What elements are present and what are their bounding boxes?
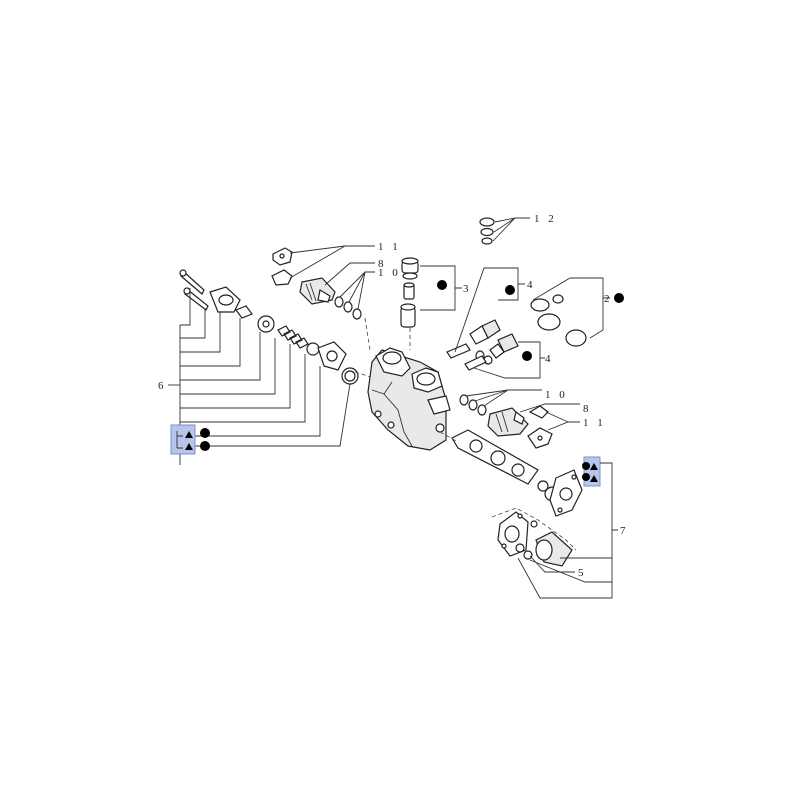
callout-12: 1 2	[534, 213, 557, 225]
stem-part-4-a	[446, 343, 471, 359]
filled-circle-icon	[200, 441, 210, 451]
pin-part-3	[403, 282, 415, 300]
cover-part-6	[209, 286, 241, 313]
part-marker-box-right	[583, 456, 601, 487]
poppet-part-4-a	[469, 319, 501, 345]
filled-circle-icon	[505, 285, 515, 295]
o-rings-part-10-upper	[334, 296, 362, 320]
washer-part-6	[257, 315, 275, 333]
triangle-up-icon	[185, 443, 193, 450]
filled-circle-icon	[582, 462, 590, 470]
flange-part-7	[549, 469, 583, 517]
bolts-part-5	[515, 520, 538, 560]
clip-part-11-upper	[272, 247, 293, 266]
triangle-up-icon	[590, 475, 598, 482]
spring-part-6	[277, 325, 309, 349]
callout-2: 2	[604, 293, 613, 305]
cap-part-3	[401, 257, 419, 274]
stem-part-4-b	[464, 355, 487, 371]
valve-body	[367, 347, 451, 451]
main-spool	[451, 429, 539, 485]
bolts-part-6	[179, 269, 209, 311]
callout-10-lower: 1 0	[545, 389, 568, 401]
clip-part-11-lower	[527, 405, 553, 449]
part-marker-box-left	[170, 424, 196, 455]
flange-part-6	[317, 341, 347, 371]
cap-part-5	[535, 531, 573, 567]
clip-part-11-upper-2	[271, 269, 293, 286]
piston-part-6	[235, 305, 253, 319]
callout-8-upper: 8	[378, 258, 387, 270]
spool-part-3	[400, 303, 416, 328]
o-ring-set-12	[479, 217, 495, 245]
callout-5: 5	[578, 567, 587, 579]
callout-11-upper: 1 1	[378, 241, 401, 253]
washer-part-6-b	[306, 342, 320, 356]
filled-circle-icon	[582, 473, 590, 481]
o-ring-part-6	[341, 367, 359, 385]
callout-4-upper: 4	[527, 279, 536, 291]
triangle-up-icon	[185, 431, 193, 438]
poppet-part-4-b	[475, 333, 519, 365]
callout-3: 3	[463, 283, 472, 295]
filled-circle-icon	[614, 293, 624, 303]
callout-10-upper: 1 0	[378, 267, 401, 279]
filled-circle-icon	[522, 351, 532, 361]
callout-6: 6	[158, 380, 167, 392]
cartridge-part-8-upper	[299, 277, 336, 305]
filled-circle-icon	[437, 280, 447, 290]
callout-8-lower: 8	[583, 403, 592, 415]
callout-11-lower: 1 1	[583, 417, 606, 429]
cartridge-part-8-lower	[487, 407, 529, 437]
callout-7: 7	[620, 525, 629, 537]
callout-4-lower: 4	[545, 353, 554, 365]
washer-part-3	[402, 272, 418, 280]
seal-rings-part-2	[530, 294, 587, 347]
triangle-up-icon	[590, 463, 598, 470]
o-rings-part-10-lower	[459, 394, 487, 416]
filled-circle-icon	[200, 428, 210, 438]
